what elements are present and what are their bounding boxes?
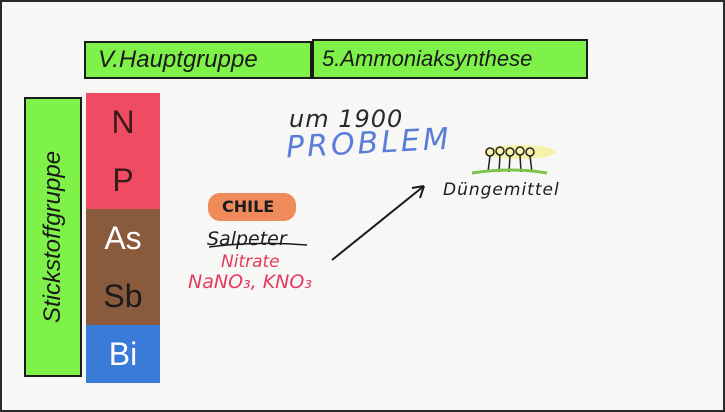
- arrow-icon: [331, 185, 425, 261]
- nitrate-note: Nitrate: [221, 252, 280, 272]
- chile-note: CHILE: [222, 197, 275, 216]
- element-phosphorus: P: [86, 151, 160, 209]
- element-arsenic: As: [86, 209, 160, 267]
- side-group-label: Stickstoffgruppe: [24, 97, 82, 377]
- salpeter-note: Salpeter: [207, 228, 287, 250]
- chile-highlight: [208, 193, 296, 221]
- formula-note: NaNO₃, KNO₃: [188, 271, 312, 293]
- group-title: V.Hauptgruppe: [84, 41, 312, 79]
- topic-title: 5.Ammoniaksynthese: [312, 39, 588, 79]
- salpeter-underline: [208, 242, 308, 248]
- element-bismuth: Bi: [86, 325, 160, 383]
- element-antimony: Sb: [86, 267, 160, 325]
- year-note: um 1900: [289, 105, 404, 133]
- flowers-icon: [471, 145, 556, 175]
- element-nitrogen: N: [86, 93, 160, 151]
- fertilizer-note: Düngemittel: [443, 180, 560, 200]
